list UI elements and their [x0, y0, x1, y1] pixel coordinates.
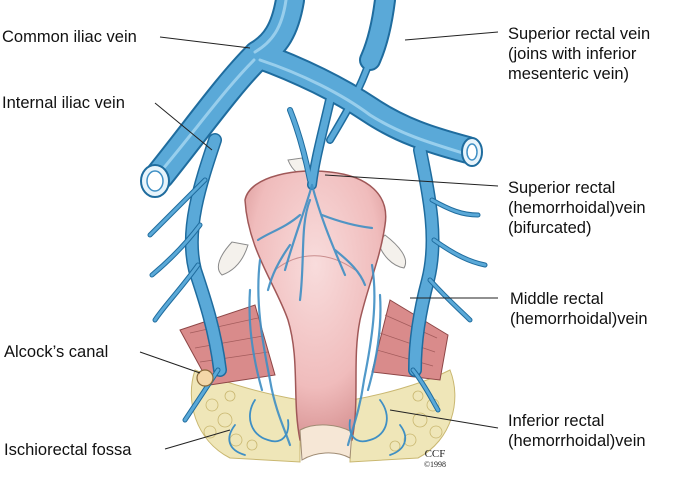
label-alcocks-canal: Alcock’s canal — [4, 343, 109, 361]
label-superior-rectal-bifurcated: Superior rectal (hemorrhoidal)vein (bifu… — [508, 178, 646, 238]
label-inferior-rectal-line-1: Inferior rectal — [508, 412, 605, 430]
leader-alcocks-canal — [139, 351, 201, 374]
label-superior-rectal-bifurcated-line-1: Superior rectal — [508, 179, 616, 197]
label-superior-rectal-vein-line-1: Superior rectal vein — [508, 25, 651, 43]
label-inferior-rectal-line-2: (hemorrhoidal)vein — [508, 432, 646, 450]
label-common-iliac-vein: Common iliac vein — [2, 28, 137, 46]
label-superior-rectal-vein: Superior rectal vein (joins with inferio… — [508, 24, 650, 84]
leader-lines — [139, 31, 499, 450]
leader-inferior-rectal — [389, 409, 499, 429]
label-superior-rectal-vein-line-3: mesenteric vein) — [508, 65, 630, 83]
leader-ischiorectal-fossa — [164, 429, 231, 450]
leader-common-iliac — [159, 36, 251, 49]
label-superior-rectal-bifurcated-line-2: (hemorrhoidal)vein — [508, 199, 646, 217]
venous-network — [140, 0, 488, 456]
label-inferior-rectal: Inferior rectal (hemorrhoidal)vein — [508, 411, 646, 451]
label-middle-rectal-line-1: Middle rectal — [510, 290, 604, 308]
leader-superior-rectal-bifurcated — [324, 174, 499, 187]
label-middle-rectal: Middle rectal (hemorrhoidal)vein — [510, 289, 648, 329]
label-internal-iliac-vein: Internal iliac vein — [2, 94, 125, 112]
leader-superior-rectal — [404, 31, 499, 41]
cut-vessel-ends — [140, 137, 483, 198]
label-superior-rectal-vein-line-2: (joins with inferior — [508, 45, 637, 63]
rectum — [244, 170, 387, 461]
label-superior-rectal-bifurcated-line-3: (bifurcated) — [508, 219, 592, 237]
label-ischiorectal-fossa: Ischiorectal fossa — [4, 441, 132, 459]
label-middle-rectal-line-2: (hemorrhoidal)vein — [510, 310, 648, 328]
copyright-credit: CCF ©1998 — [418, 448, 452, 470]
credit-mark: CCF — [424, 448, 446, 460]
credit-year: ©1998 — [423, 460, 447, 469]
leader-internal-iliac — [154, 102, 213, 151]
alcocks-canal-marker — [196, 369, 214, 387]
